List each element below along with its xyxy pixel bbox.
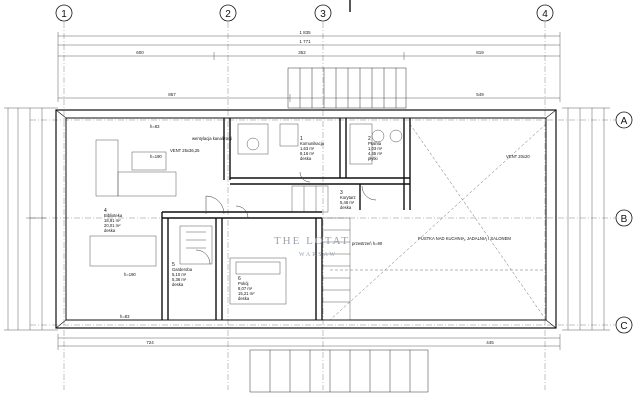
svg-text:Biblioteka: Biblioteka [104,213,123,218]
stairs [291,185,351,321]
svg-text:1 835: 1 835 [299,30,311,35]
axis-label-c: C [620,321,627,332]
svg-text:1,63 m²: 1,63 m² [300,146,315,151]
svg-text:600: 600 [136,50,144,55]
doors [195,171,377,265]
grid-lines [30,22,615,390]
watermark: THE LOTAT WARSAW [274,235,350,258]
room-communication: 1 Komunikacja 1,63 m² 8,16 m² deska [300,136,325,161]
axis-bubble-4 [536,4,554,22]
svg-text:Komunikacja: Komunikacja [300,141,325,146]
svg-text:deska: deska [104,228,116,233]
axis-bubble-2 [219,4,237,22]
svg-text:5,10 m²: 5,10 m² [172,272,187,277]
axis-bubble-a [615,111,633,129]
svg-text:h=83: h=83 [120,314,130,319]
axis-label-b: B [621,214,628,225]
svg-text:3: 3 [340,190,343,196]
svg-text:VENT 25x36,25: VENT 25x36,25 [170,148,200,153]
svg-text:Korytarz: Korytarz [340,195,356,200]
axis-label-3: 3 [320,9,326,20]
svg-text:15,21 m²: 15,21 m² [238,291,255,296]
svg-text:20,01 m²: 20,01 m² [104,223,121,228]
svg-text:6: 6 [238,276,241,282]
svg-text:549: 549 [476,92,484,97]
dimension-chains-left [4,107,58,331]
balcony-railing-bottom [249,349,429,393]
axis-label-a: A [621,116,628,127]
room-wardrobe: 5 Garderoba 5,10 m² 5,36 m² deska [172,262,193,287]
svg-text:wentylacja kanalizacji: wentylacja kanalizacji [192,136,232,141]
svg-text:2: 2 [368,136,371,142]
svg-text:5: 5 [172,262,175,268]
misc-annotations: wentylacja kanalizacji VENT 25x36,25 VEN… [120,124,530,319]
svg-text:1,03 m²: 1,03 m² [368,146,383,151]
svg-text:deska: deska [340,205,352,210]
stairs-label: przestrzeń h=90 [352,241,383,246]
grid-axis-columns: 1 2 3 4 [55,4,554,22]
axis-bubble-c [615,316,633,334]
balcony-railing-top [287,67,407,109]
axis-label-4: 4 [542,9,548,20]
svg-text:18,81 m²: 18,81 m² [104,218,121,223]
svg-text:1 771: 1 771 [299,39,311,44]
svg-text:857: 857 [168,92,176,97]
exterior-walls [55,109,557,329]
room-corridor: 3 Korytarz 5,46 m² deska [340,190,356,210]
svg-text:4,45 m²: 4,45 m² [368,151,383,156]
axis-label-2: 2 [225,9,231,20]
svg-text:WARSAW: WARSAW [299,252,337,258]
axis-bubble-3 [314,4,332,22]
svg-text:płytki: płytki [368,156,378,161]
svg-text:deska: deska [238,296,250,301]
svg-text:352: 352 [298,50,306,55]
svg-text:Garderoba: Garderoba [172,267,193,272]
svg-text:1: 1 [300,136,303,142]
void-label: PUSTKA NAD KUCHNIĄ, JADALNIĄ I SALONEM [418,236,511,241]
svg-text:deska: deska [172,282,184,287]
svg-text:445: 445 [486,340,494,345]
grid-axis-rows: A B C [615,111,633,334]
svg-text:h=83: h=83 [150,124,160,129]
svg-text:819: 819 [476,50,484,55]
interior-walls [161,118,411,320]
svg-text:724: 724 [146,340,154,345]
svg-text:VENT 20x20: VENT 20x20 [506,154,530,159]
room-bedroom: 6 Pokój 8,07 m² 15,21 m² deska [238,276,255,301]
room-laundry: 2 Pralnia 1,03 m² 4,45 m² płytki [368,136,383,161]
furniture [89,123,403,305]
dimension-chains-top [57,32,561,102]
svg-text:8,16 m²: 8,16 m² [300,151,315,156]
svg-text:h=190: h=190 [124,272,136,277]
dimension-chains-bottom [57,334,561,350]
void-cross [329,123,547,321]
svg-text:8,07 m²: 8,07 m² [238,286,253,291]
svg-text:THE LOTAT: THE LOTAT [274,235,350,247]
axis-label-1: 1 [61,9,67,20]
svg-text:5,46 m²: 5,46 m² [340,200,355,205]
dimension-texts-top: 1 835 1 771 600 352 819 857 549 [136,30,484,97]
dimension-texts-bottom: 724 445 [146,340,494,345]
svg-text:4: 4 [104,208,107,214]
axis-bubble-b [615,209,633,227]
svg-text:h=190: h=190 [150,154,162,159]
svg-text:5,36 m²: 5,36 m² [172,277,187,282]
svg-text:Pralnia: Pralnia [368,141,382,146]
svg-text:deska: deska [300,156,312,161]
axis-bubble-1 [55,4,73,22]
svg-text:Pokój: Pokój [238,281,249,286]
dimension-chains-right [562,107,610,331]
room-library: 4 Biblioteka 18,81 m² 20,01 m² deska h=1… [104,154,162,233]
